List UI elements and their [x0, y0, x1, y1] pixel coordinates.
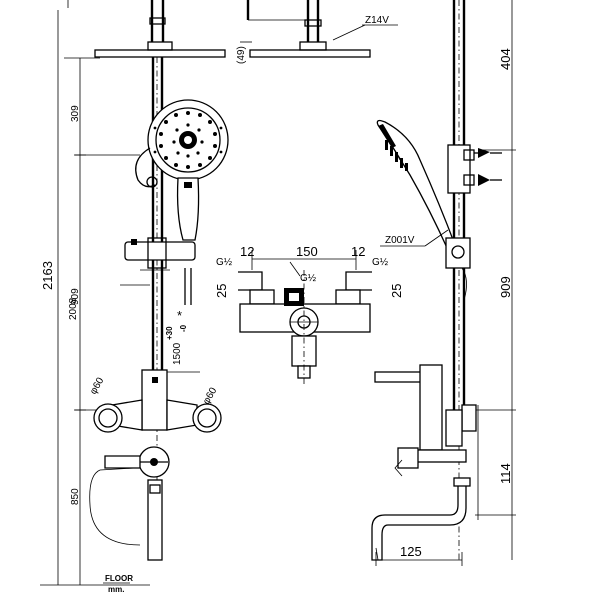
floor-label: FLOOR	[105, 574, 133, 583]
hand-shower-handle	[176, 177, 200, 241]
install-tol-minus: -0	[179, 324, 188, 332]
slider-side	[445, 237, 471, 269]
dim-909-right: 909	[498, 276, 513, 298]
thread-left: G½	[216, 257, 233, 268]
slider-bracket	[124, 241, 196, 261]
label-z14v: Z14V	[365, 15, 389, 26]
wall-bracket	[447, 144, 471, 194]
dim-850: 850	[70, 488, 81, 505]
dim-309: 309	[70, 105, 81, 122]
dim-25-left: 25	[214, 284, 229, 298]
asterisk-mark: *	[177, 308, 182, 323]
install-height: 1500	[172, 342, 183, 365]
right-inlet-cover	[192, 403, 222, 433]
mixer-body-side	[419, 364, 443, 451]
arrow-up	[478, 148, 490, 158]
mixer-lever	[104, 455, 141, 469]
thread-right: G½	[372, 257, 389, 268]
dim-12-right: 12	[351, 244, 365, 259]
dim-2008: 2008	[68, 297, 79, 320]
left-inlet-cover	[93, 403, 123, 433]
nozzle-pattern	[153, 111, 223, 169]
thread-center: G½	[300, 273, 317, 284]
side-view: 404 909 114 Z001V	[371, 0, 516, 566]
install-tol-plus: +30	[165, 326, 174, 340]
dim-25-right: 25	[389, 284, 404, 298]
dim-404: 404	[498, 48, 513, 70]
dim-49: (49)	[236, 46, 247, 64]
dim-125: 125	[400, 544, 422, 559]
overhead-shower-head	[94, 49, 226, 58]
dim-12-left: 12	[240, 244, 254, 259]
dim-150: 150	[296, 244, 318, 259]
label-z001v: Z001V	[385, 235, 415, 246]
dim-114: 114	[498, 463, 513, 484]
unit-label: mm.	[108, 585, 124, 594]
phi60-left: φ60	[88, 375, 107, 396]
overhead-shower-head-side	[249, 49, 371, 58]
middle-view: (49) Z14V 150 12 12 G½ G½ G½ 25 25	[214, 0, 404, 385]
spout-front	[147, 479, 163, 561]
hose-loop	[89, 469, 141, 546]
dim-909-left: 909	[70, 288, 81, 305]
shower-hose	[135, 147, 156, 188]
front-view: 2163 2008 309 909 850	[40, 0, 229, 594]
arrow-down	[478, 174, 490, 186]
dim-2163: 2163	[40, 261, 55, 290]
phi60-right: φ60	[201, 385, 220, 406]
